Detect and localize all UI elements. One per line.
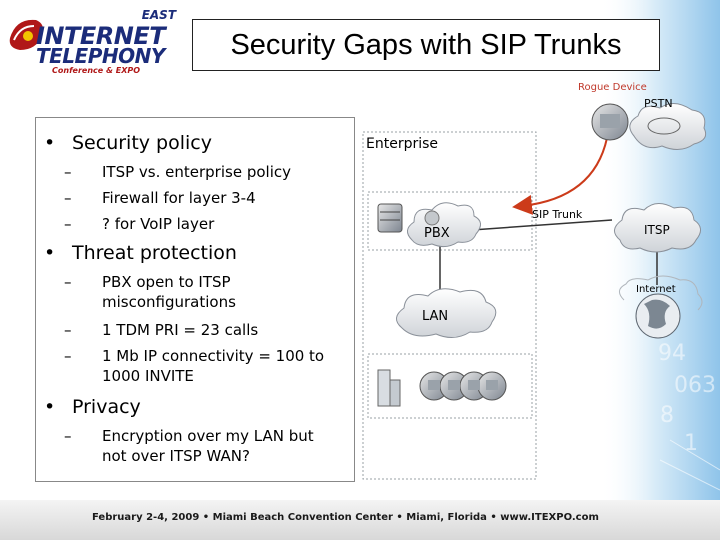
pstn-cloud-icon	[630, 103, 706, 149]
logo-expo-text: Conference & EXPO	[52, 66, 140, 75]
bullet-threat-protection: •Threat protection	[44, 242, 237, 264]
ip-phones-icon	[420, 372, 506, 400]
itsp-label: ITSP	[644, 223, 670, 237]
sub-bullet: –ITSP vs. enterprise policy	[64, 162, 291, 182]
sip-trunk-label: SIP Trunk	[532, 208, 582, 221]
bullet-security-policy: •Security policy	[44, 132, 212, 154]
network-diagram: Enterprise PBX LAN SIP Trunk ITSP PSTN R…	[362, 80, 720, 480]
pbx-label: PBX	[424, 226, 450, 241]
internet-label: Internet	[636, 284, 676, 295]
enterprise-label: Enterprise	[366, 136, 438, 152]
sub-bullet: –? for VoIP layer	[64, 214, 214, 234]
sub-bullet: –1 TDM PRI = 23 calls	[64, 320, 258, 340]
bullet-list-box: •Security policy –ITSP vs. enterprise po…	[35, 117, 355, 482]
sip-trunk-link	[472, 220, 612, 230]
rogue-device-label: Rogue Device	[578, 82, 647, 93]
conference-logo: EAST INTERNET TELEPHONY Conference & EXP…	[6, 8, 184, 80]
server-icon	[378, 204, 402, 232]
slide-title-box: Security Gaps with SIP Trunks	[192, 19, 660, 71]
rogue-phone-icon	[592, 104, 628, 140]
pstn-label: PSTN	[644, 97, 673, 110]
footer-text: February 2-4, 2009 • Miami Beach Convent…	[92, 512, 599, 523]
building-icon	[378, 370, 400, 406]
rogue-device-arrow	[522, 138, 607, 206]
slide-title: Security Gaps with SIP Trunks	[230, 29, 621, 62]
lan-label: LAN	[422, 309, 448, 324]
bullet-privacy: •Privacy	[44, 396, 141, 418]
logo-telephony-text: TELEPHONY	[36, 44, 165, 68]
logo-east-text: EAST	[142, 8, 176, 22]
sub-bullet: –Firewall for layer 3-4	[64, 188, 256, 208]
